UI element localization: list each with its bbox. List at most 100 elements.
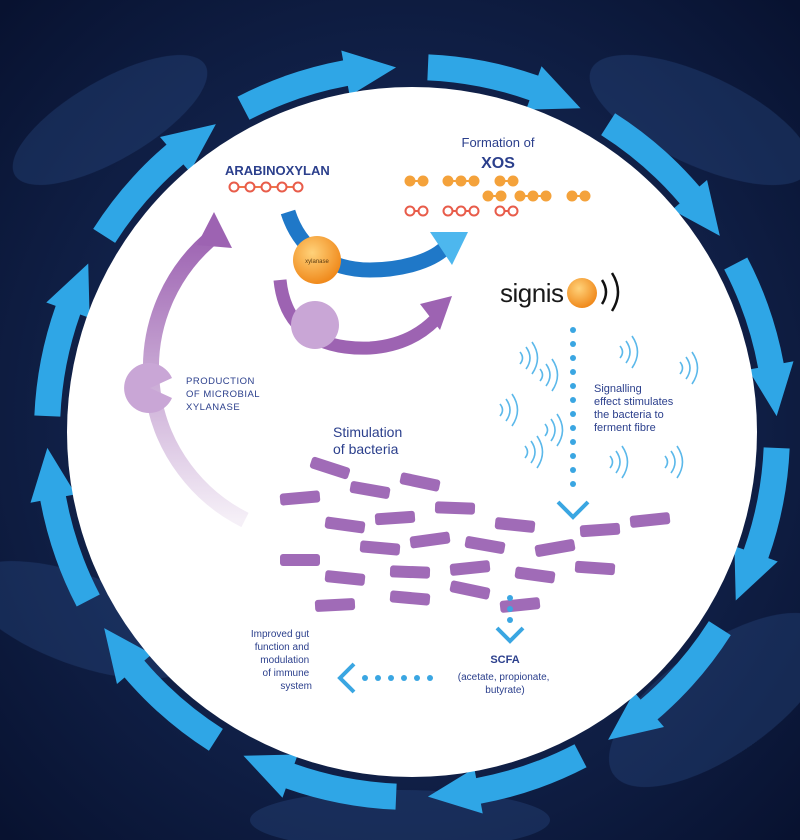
bacterium-rod (324, 570, 366, 586)
xos-unit (417, 205, 429, 217)
cycle-arrow (243, 754, 397, 810)
sugar-unit (244, 181, 256, 193)
formation-label: Formation of (462, 135, 535, 150)
bacterium-rod (449, 580, 491, 600)
signal-waves (499, 335, 699, 479)
bacterium-rod (279, 490, 321, 506)
signal-dot (570, 341, 576, 347)
signis-logo-text: signis (500, 278, 564, 308)
cycle-arrow (237, 50, 397, 120)
cycle-arrow (724, 257, 794, 417)
signal-dot (570, 355, 576, 361)
signis-wave-icon (600, 279, 608, 305)
xos-unit (507, 175, 519, 187)
scfa-dot (507, 617, 513, 623)
xos-unit (527, 190, 539, 202)
signal-wave-icon (499, 393, 519, 427)
signal-dot (570, 383, 576, 389)
sugar-unit (276, 181, 288, 193)
bacterium-rod (309, 456, 351, 480)
bacterium-rod (409, 531, 451, 549)
purple-flow-arrowhead (420, 296, 452, 330)
cycle-arrow (93, 124, 216, 243)
xos-unit (417, 175, 429, 187)
production-label: PRODUCTION OF MICROBIAL XYLANASE (186, 376, 263, 413)
sugar-unit (292, 181, 304, 193)
signal-wave-icon (539, 358, 559, 392)
outcome-dot (362, 675, 368, 681)
bacterium-rod (449, 560, 491, 576)
bacterium-rod (314, 598, 356, 612)
xos-unit (482, 190, 494, 202)
cycle-arrow (734, 447, 790, 601)
center-disc (67, 87, 757, 777)
signal-wave-icon (609, 445, 629, 479)
signis-wave-icon (610, 272, 620, 312)
signal-wave-icon (544, 413, 564, 447)
bacterium-cell-icon (291, 301, 339, 349)
xos-unit (455, 175, 467, 187)
cycle-arrow (34, 263, 90, 417)
xos-unit (540, 190, 552, 202)
hydrolysis-arrow (280, 209, 451, 278)
bacterium-rod (494, 517, 536, 533)
xos-unit (404, 175, 416, 187)
signal-wave-icon (664, 445, 684, 479)
signis-logo-orb (567, 278, 597, 308)
bacterium-rod (579, 522, 621, 538)
chevron-down-icon (495, 626, 525, 644)
cycle-arrow (30, 447, 100, 607)
scfa-detail: (acetate, propionate, butyrate) (458, 672, 553, 696)
chevron-down-icon (556, 500, 590, 520)
xylanase-orb-icon (293, 236, 341, 284)
scfa-title: SCFA (490, 654, 519, 666)
arabinoxylan-label: ARABINOXYLAN (225, 163, 330, 178)
signalling-label: Signalling effect stimulates the bacteri… (594, 383, 676, 434)
outcome-dot (401, 675, 407, 681)
cycle-arrow-ring (30, 50, 794, 814)
cycle-arrow (608, 621, 731, 740)
bacterium-rod (280, 554, 320, 566)
xos-chains (404, 175, 591, 217)
xos-unit (468, 205, 480, 217)
xos-unit (495, 190, 507, 202)
hydrolysis-arrowhead (430, 232, 468, 265)
signal-dot (570, 481, 576, 487)
signal-dotted-line (570, 327, 576, 487)
bacteria-cluster (279, 456, 671, 613)
outcome-dotted-line (362, 675, 433, 681)
scfa-dotted-line (507, 595, 513, 623)
bacterium-rod (389, 565, 431, 579)
xos-unit (442, 175, 454, 187)
outcome-dot (414, 675, 420, 681)
bacterium-rod (464, 536, 506, 554)
xylanase-arc-arrowhead (197, 212, 232, 248)
bacterium-rod (434, 501, 476, 515)
bacterium-rod (349, 481, 391, 499)
cycle-arrow (601, 113, 720, 236)
bacterium-rod (534, 539, 576, 557)
signal-wave-icon (679, 351, 699, 385)
xos-unit (579, 190, 591, 202)
bacterium-rod (399, 472, 441, 492)
cycle-arrow (427, 54, 581, 110)
scfa-dot (507, 595, 513, 601)
xos-unit (442, 205, 454, 217)
xylanase-orb-label: xylanase (305, 259, 329, 265)
signal-dot (570, 453, 576, 459)
chevron-left-icon (337, 662, 356, 694)
bacterium-rod (374, 510, 416, 526)
signal-wave-icon (619, 335, 639, 369)
scfa-dot (507, 606, 513, 612)
stimulation-label: Stimulation of bacteria (333, 424, 406, 457)
xos-unit (455, 205, 467, 217)
enzyme-icon (124, 363, 172, 413)
sugar-unit (260, 181, 272, 193)
arabinoxylan-chain (228, 181, 304, 193)
bacterium-rod (514, 566, 556, 584)
signal-dot (570, 439, 576, 445)
signal-dot (570, 467, 576, 473)
cycle-arrow (427, 744, 587, 814)
signal-dot (570, 397, 576, 403)
